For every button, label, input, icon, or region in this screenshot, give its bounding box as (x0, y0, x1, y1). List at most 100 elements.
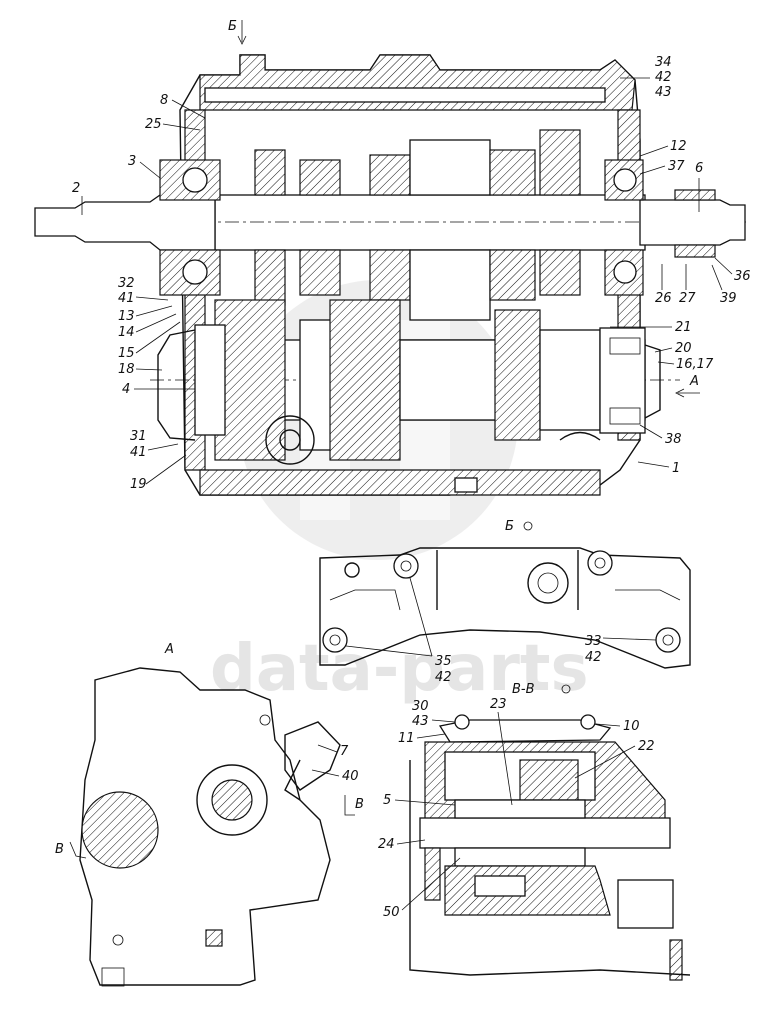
shaft-24 (419, 817, 671, 849)
section-b-title: Б (505, 519, 514, 534)
gear-5-top (539, 129, 581, 196)
callout-19: 19 (130, 477, 147, 492)
shaft-bore-section (81, 791, 159, 869)
bracket-hole (344, 562, 360, 578)
cover-bolt-left (454, 714, 470, 730)
view-a: А 7 40 В В (55, 642, 364, 987)
rear-bearing-ball-top (613, 168, 637, 192)
callout-36: 36 (734, 269, 751, 284)
bracket-bolt-2 (587, 550, 613, 576)
gear-2-top (299, 159, 341, 196)
callout-42-b2: 42 (585, 650, 602, 665)
gear-4-bottom (489, 249, 536, 301)
right-bolt (669, 939, 683, 981)
front-bearing-ball-top (182, 167, 208, 193)
countershaft-gear-a (214, 299, 286, 461)
callout-34: 34 (655, 55, 672, 70)
section-v-title: В-В (512, 682, 535, 697)
sensor-probe (284, 759, 301, 801)
bracket-central-boss (527, 562, 569, 604)
callout-15: 15 (118, 346, 135, 361)
countershaft-gear-c (329, 299, 401, 461)
callout-42: 42 (655, 70, 672, 85)
callout-25: 25 (145, 117, 162, 132)
countershaft-front-bearing (194, 324, 226, 436)
callout-18: 18 (118, 362, 135, 377)
callout-41b: 41 (130, 445, 147, 460)
callout-13: 13 (118, 309, 135, 324)
bracket-bolt-3 (322, 627, 348, 653)
bearing-upper (454, 799, 586, 819)
housing-bottom (199, 469, 601, 496)
callout-2: 2 (72, 181, 80, 196)
gear-1-bottom (254, 249, 286, 306)
left-wall (424, 847, 441, 901)
main-shaft (214, 194, 646, 251)
countershaft-gear-e (539, 329, 601, 431)
callout-3: 3 (128, 154, 136, 169)
callout-22: 22 (638, 739, 655, 754)
gear-2-bottom (299, 249, 341, 296)
lower-pocket (474, 875, 526, 897)
callout-30: 30 (412, 699, 429, 714)
bracket-bolt-4 (655, 627, 681, 653)
output-flange-bottom (674, 244, 716, 258)
cover-bolt-right (580, 714, 596, 730)
callout-26: 26 (655, 291, 672, 306)
rear-bearing-roller-bottom (609, 407, 641, 425)
watermark-text: data-parts (210, 632, 589, 706)
boss-inner-section (211, 779, 253, 821)
callout-50: 50 (383, 905, 400, 920)
magnet-dome (559, 431, 601, 441)
gear-4-top (489, 149, 536, 196)
main-section-view (34, 54, 750, 496)
boss-outer (196, 764, 268, 836)
gear-3-bottom (369, 249, 411, 301)
rear-bearing-ball-bottom (613, 260, 637, 284)
view-a-title: А (164, 642, 174, 657)
countershaft-body (399, 339, 501, 421)
callout-41a: 41 (118, 291, 135, 306)
bracket-inner-edge (329, 589, 681, 611)
callout-43: 43 (655, 85, 672, 100)
callout-11: 11 (398, 731, 415, 746)
callout-39: 39 (720, 291, 737, 306)
oil-pump-rotor (279, 429, 301, 451)
bearing-lower (454, 847, 586, 867)
marker-b-top: Б (228, 19, 247, 45)
callout-1: 1 (672, 461, 680, 476)
rear-bearing-roller-top (609, 337, 641, 355)
shift-rod (204, 87, 606, 103)
right-bearing-cap (617, 879, 674, 929)
lower-hole (112, 934, 124, 946)
output-flange-top (674, 189, 716, 201)
callout-33: 33 (585, 634, 602, 649)
callout-4: 4 (122, 382, 130, 397)
section-outline (409, 760, 691, 976)
callout-10: 10 (623, 719, 640, 734)
callouts-main: 34 42 43 8 25 3 2 12 37 6 32 41 13 14 15… (72, 55, 751, 492)
section-v-view: В-В 30 43 23 10 11 22 5 24 5 (378, 682, 691, 981)
marker-v-left: В (55, 842, 64, 857)
section-body-lower (444, 865, 611, 916)
callout-6: 6 (695, 161, 703, 176)
gear-1-top (254, 149, 286, 196)
callout-8: 8 (160, 93, 168, 108)
rear-cover (644, 344, 661, 419)
sensor-body (284, 721, 341, 791)
gear-3-top (369, 154, 411, 196)
front-bearing-bottom (159, 249, 221, 296)
svg-text:А: А (689, 374, 699, 389)
marker-v-right: В (355, 797, 364, 812)
callout-5: 5 (383, 793, 391, 808)
front-bearing-ball-bottom (182, 259, 208, 285)
callout-7: 7 (340, 744, 349, 759)
synchro-top (409, 139, 491, 196)
callout-20: 20 (675, 341, 692, 356)
gear-22 (519, 759, 579, 801)
output-shaft (639, 199, 746, 246)
bracket-bolt-1 (393, 553, 419, 579)
lower-plug (205, 929, 223, 947)
oil-pump-housing (265, 415, 315, 465)
